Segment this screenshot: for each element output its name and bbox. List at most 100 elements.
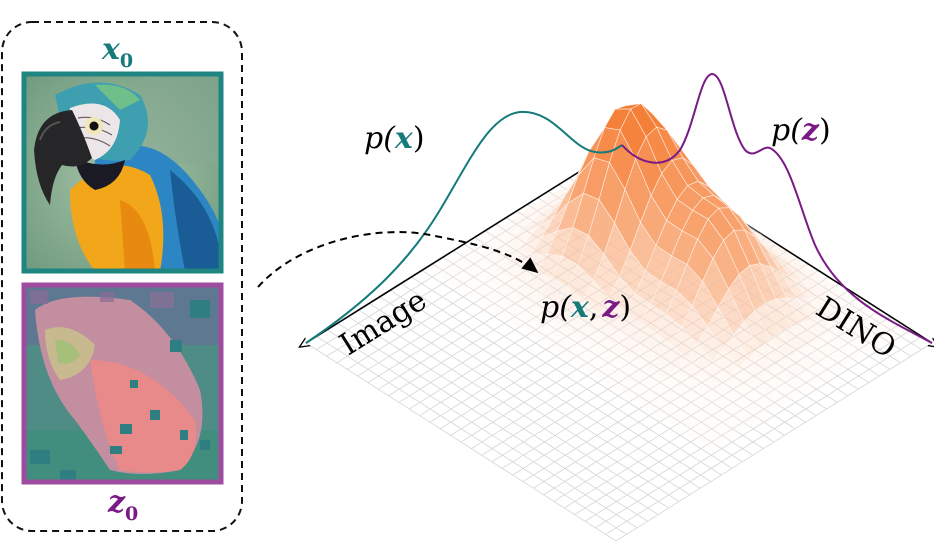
surface-patch [536, 195, 565, 206]
grid-line-u [326, 329, 638, 529]
surface-patch [457, 267, 485, 286]
image-frame [21, 71, 224, 274]
surface-patch [504, 295, 532, 314]
surface-patch [582, 279, 610, 315]
surface-patch [638, 367, 666, 387]
surface-patch [510, 228, 538, 242]
surface-patch [674, 406, 702, 424]
surface-patch [801, 318, 829, 341]
surface-patch [874, 320, 902, 339]
surface-patch [515, 209, 544, 222]
grid-line-u [316, 336, 627, 535]
surface-patch [525, 271, 553, 294]
surface-patch [801, 280, 829, 298]
surface-patch [571, 353, 599, 371]
surface-patch [664, 413, 692, 431]
surface-patch [726, 413, 754, 431]
surface-patch [484, 230, 512, 247]
surface-patch [690, 371, 718, 393]
surface-patch [722, 334, 750, 368]
surface-patch [769, 331, 797, 360]
surface-patch [701, 360, 729, 386]
surface-patch [624, 293, 651, 324]
surface-patch [567, 264, 594, 301]
px-label: p(x) [364, 121, 425, 156]
image-axis [306, 144, 623, 343]
samples-panel [1, 21, 243, 532]
surface-patch [842, 340, 870, 358]
surface-patch [743, 310, 771, 349]
z0-label: z0 [107, 485, 138, 525]
surface-patch [644, 332, 672, 358]
surface-patch [598, 297, 625, 327]
surface-patch [764, 366, 792, 387]
surface-patch [597, 355, 625, 374]
surface-patch [863, 327, 891, 345]
surface-patch [837, 323, 865, 341]
surface-patch [712, 348, 739, 377]
surface-patch [827, 289, 855, 307]
surface-patch [499, 277, 527, 296]
surface-patch [586, 363, 614, 381]
surface-patch [607, 347, 635, 367]
surface-patch [488, 286, 516, 305]
surface-patch [494, 223, 523, 239]
grid-line-v [584, 322, 902, 522]
surface-patch [526, 202, 554, 213]
surface-patch [608, 275, 636, 313]
surface-patch [654, 378, 682, 397]
surface-patch [499, 237, 528, 253]
surface-patch [545, 302, 573, 326]
surface-patch [795, 345, 823, 367]
x0-label: x0 [101, 32, 133, 72]
surface-patch [827, 328, 855, 348]
surface-patch [576, 325, 604, 347]
surface-patch [633, 393, 661, 411]
surface-patch [618, 336, 646, 358]
surface-patch [811, 359, 839, 378]
surface-patch [806, 296, 834, 316]
surface-patch [821, 352, 849, 371]
surface-patch [816, 334, 844, 354]
surface-patch [483, 269, 511, 288]
surface-patch [707, 306, 734, 350]
surface-patch [468, 260, 496, 278]
surface-patch [843, 300, 871, 318]
surface-patch [733, 321, 760, 358]
surface-patch [675, 357, 703, 382]
surface-patch [655, 313, 682, 345]
surface-patch [670, 326, 698, 359]
surface-patch [774, 358, 802, 380]
surface-patch [540, 332, 568, 352]
surface-patch [700, 409, 728, 428]
grid-line-u [337, 322, 648, 522]
surface-patch [753, 373, 781, 394]
surface-patch [462, 284, 490, 302]
mapping-arrow [257, 231, 539, 288]
grid-line-v [615, 342, 933, 542]
surface-patch [669, 388, 697, 408]
surface-patch [800, 365, 828, 384]
surface-patch [848, 316, 876, 335]
surface-patch [738, 357, 765, 382]
surface-patch [659, 396, 687, 414]
surface-patch [785, 297, 813, 324]
dino-frame [21, 282, 224, 485]
surface-patch [790, 372, 818, 391]
surface-patch [478, 253, 506, 271]
grid-line-u [347, 316, 659, 515]
surface-patch [566, 335, 594, 355]
surface-patch [790, 322, 818, 347]
surface-patch [505, 216, 533, 230]
surface-patch [796, 266, 825, 282]
surface-patch [785, 351, 813, 374]
parrot-image [24, 74, 221, 271]
surface-patch [442, 258, 470, 276]
surface-patch [524, 322, 552, 341]
surface-patch [463, 244, 491, 262]
surface-patch [452, 251, 480, 269]
surface-patch [758, 392, 786, 411]
surface-patch [732, 388, 760, 408]
surface-patch [812, 277, 840, 295]
